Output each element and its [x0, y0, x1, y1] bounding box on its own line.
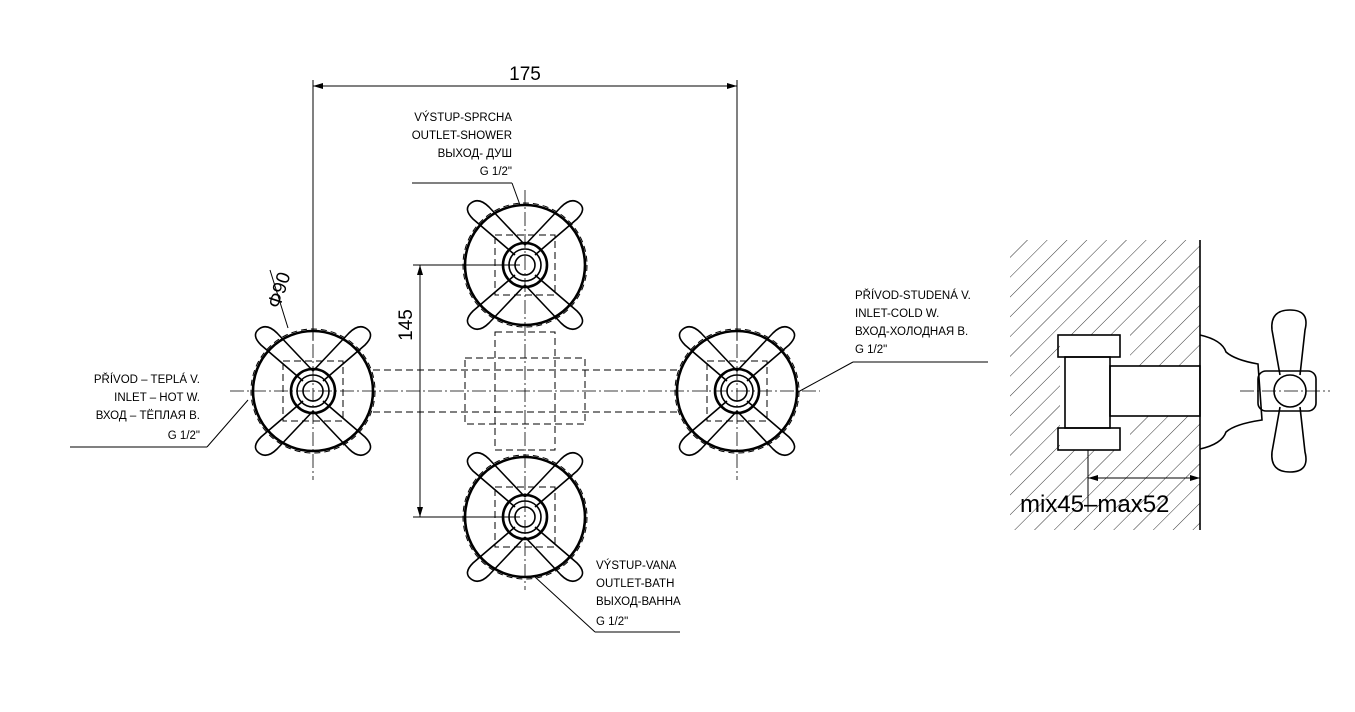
callout-right-line-4: G 1/2"	[855, 344, 887, 356]
callout-bottom-line-2: OUTLET-BATH	[596, 578, 674, 590]
callout-left-line-3: ВХОД – ТЁПЛАЯ В.	[96, 410, 200, 422]
valve-body	[230, 190, 820, 590]
side-view: mix45–max52	[1010, 240, 1330, 530]
callout-left-line-1: PŘÍVOD – TEPLÁ V.	[94, 373, 200, 386]
depth-label: mix45–max52	[1020, 491, 1169, 518]
callout-shower-outlet: VÝSTUP-SPRCHA OUTLET-SHOWER ВЫХОД- ДУШ G…	[412, 111, 521, 206]
callout-right-line-3: ВХОД-ХОЛОДНАЯ В.	[855, 326, 968, 338]
width-label: 175	[509, 64, 541, 85]
callout-right-line-2: INLET-COLD W.	[855, 308, 939, 320]
callout-top-line-4: G 1/2"	[480, 166, 512, 178]
callout-cold-inlet: PŘÍVOD-STUDENÁ V. INLET-COLD W. ВХОД-ХОЛ…	[797, 289, 988, 393]
callout-top-line-3: ВЫХОД- ДУШ	[438, 148, 512, 160]
callout-bottom-line-4: G 1/2"	[596, 616, 628, 628]
callout-left-line-2: INLET – HOT W.	[114, 392, 200, 404]
callout-bath-outlet: VÝSTUP-VANA OUTLET-BATH ВЫХОД-ВАННА G 1/…	[534, 559, 681, 633]
callout-right-line-1: PŘÍVOD-STUDENÁ V.	[855, 289, 971, 302]
callout-bottom-line-1: VÝSTUP-VANA	[596, 559, 677, 572]
callout-left-line-4: G 1/2"	[168, 430, 200, 442]
callout-top-line-1: VÝSTUP-SPRCHA	[414, 111, 512, 124]
diameter-dimension: Φ90	[264, 270, 295, 329]
callout-bottom-line-3: ВЫХОД-ВАННА	[596, 596, 681, 608]
diameter-label: Φ90	[264, 270, 295, 311]
height-label: 145	[396, 309, 417, 341]
callout-hot-inlet: PŘÍVOD – TEPLÁ V. INLET – HOT W. ВХОД – …	[70, 373, 249, 448]
width-dimension: 175	[312, 64, 738, 340]
callout-top-line-2: OUTLET-SHOWER	[412, 130, 512, 142]
